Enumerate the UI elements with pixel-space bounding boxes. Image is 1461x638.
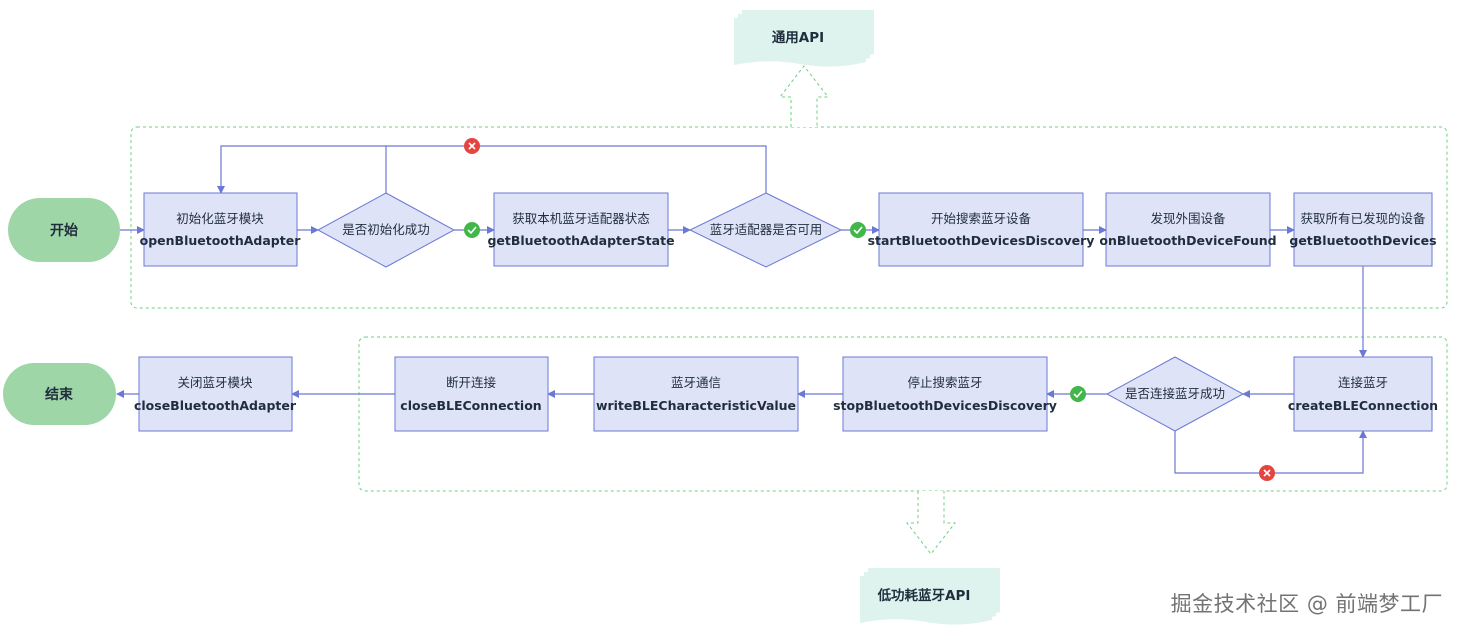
connect-success-decision: 是否连接蓝牙成功 [1105,356,1245,432]
connect-title: 连接蓝牙 [1338,375,1388,390]
end-label: 结束 [45,386,74,403]
device-found-title: 发现外围设备 [1150,211,1226,226]
ble-api-note: 低功耗蓝牙API [860,568,1000,625]
get-devices-api: getBluetoothDevices [1289,233,1436,248]
connect-api: createBLEConnection [1288,398,1438,413]
general-api-group [130,126,1448,309]
disconnect-box: 断开连接 closeBLEConnection [394,356,549,432]
get-state-api: getBluetoothAdapterState [487,233,674,248]
cross-marker-top [464,138,480,154]
check-marker-connect [1070,386,1086,402]
device-found-api: onBluetoothDeviceFound [1099,233,1276,248]
init-success-decision: 是否初始化成功 [316,192,456,268]
start-node: 开始 [8,198,120,262]
connect-success-label: 是否连接蓝牙成功 [1125,386,1225,401]
get-devices-box: 获取所有已发现的设备 getBluetoothDevices [1289,192,1437,267]
check-marker-init [464,222,480,238]
check-marker-available [850,222,866,238]
general-api-label: 通用API [772,30,824,46]
down-hollow-arrow [905,491,957,555]
stop-discovery-api: stopBluetoothDevicesDiscovery [833,398,1057,413]
init-adapter-box: 初始化蓝牙模块 openBluetoothAdapter [140,192,302,267]
close-adapter-api: closeBluetoothAdapter [134,398,297,413]
connect-box: 连接蓝牙 createBLEConnection [1288,356,1438,432]
start-discovery-title: 开始搜索蓝牙设备 [931,211,1032,226]
adapter-available-decision: 蓝牙适配器是否可用 [688,192,843,268]
start-discovery-box: 开始搜索蓝牙设备 startBluetoothDevicesDiscovery [868,192,1095,267]
stop-discovery-box: 停止搜索蓝牙 stopBluetoothDevicesDiscovery [833,356,1057,432]
disconnect-title: 断开连接 [446,375,497,390]
up-hollow-arrow [778,65,830,127]
end-node: 结束 [3,363,116,425]
write-value-title: 蓝牙通信 [671,375,721,390]
get-devices-title: 获取所有已发现的设备 [1300,211,1426,226]
close-adapter-title: 关闭蓝牙模块 [177,375,253,390]
write-value-api: writeBLECharacteristicValue [596,398,796,413]
edge-available-fail [386,145,767,193]
init-adapter-api: openBluetoothAdapter [140,233,302,248]
write-value-box: 蓝牙通信 writeBLECharacteristicValue [593,356,799,432]
init-success-label: 是否初始化成功 [342,222,430,237]
stop-discovery-title: 停止搜索蓝牙 [907,375,982,390]
start-discovery-api: startBluetoothDevicesDiscovery [868,233,1095,248]
get-state-box: 获取本机蓝牙适配器状态 getBluetoothAdapterState [487,192,675,267]
device-found-box: 发现外围设备 onBluetoothDeviceFound [1099,192,1277,267]
get-state-title: 获取本机蓝牙适配器状态 [512,211,650,226]
general-api-note: 通用API [734,10,874,67]
start-label: 开始 [50,222,78,239]
adapter-available-label: 蓝牙适配器是否可用 [710,222,823,237]
watermark: 掘金技术社区 @ 前端梦工厂 [1170,592,1443,616]
edge-retry-init [217,145,387,194]
disconnect-api: closeBLEConnection [400,398,541,413]
init-adapter-title: 初始化蓝牙模块 [176,211,264,226]
ble-api-label: 低功耗蓝牙API [877,587,971,604]
cross-marker-bottom [1259,465,1275,481]
close-adapter-box: 关闭蓝牙模块 closeBluetoothAdapter [134,356,297,432]
